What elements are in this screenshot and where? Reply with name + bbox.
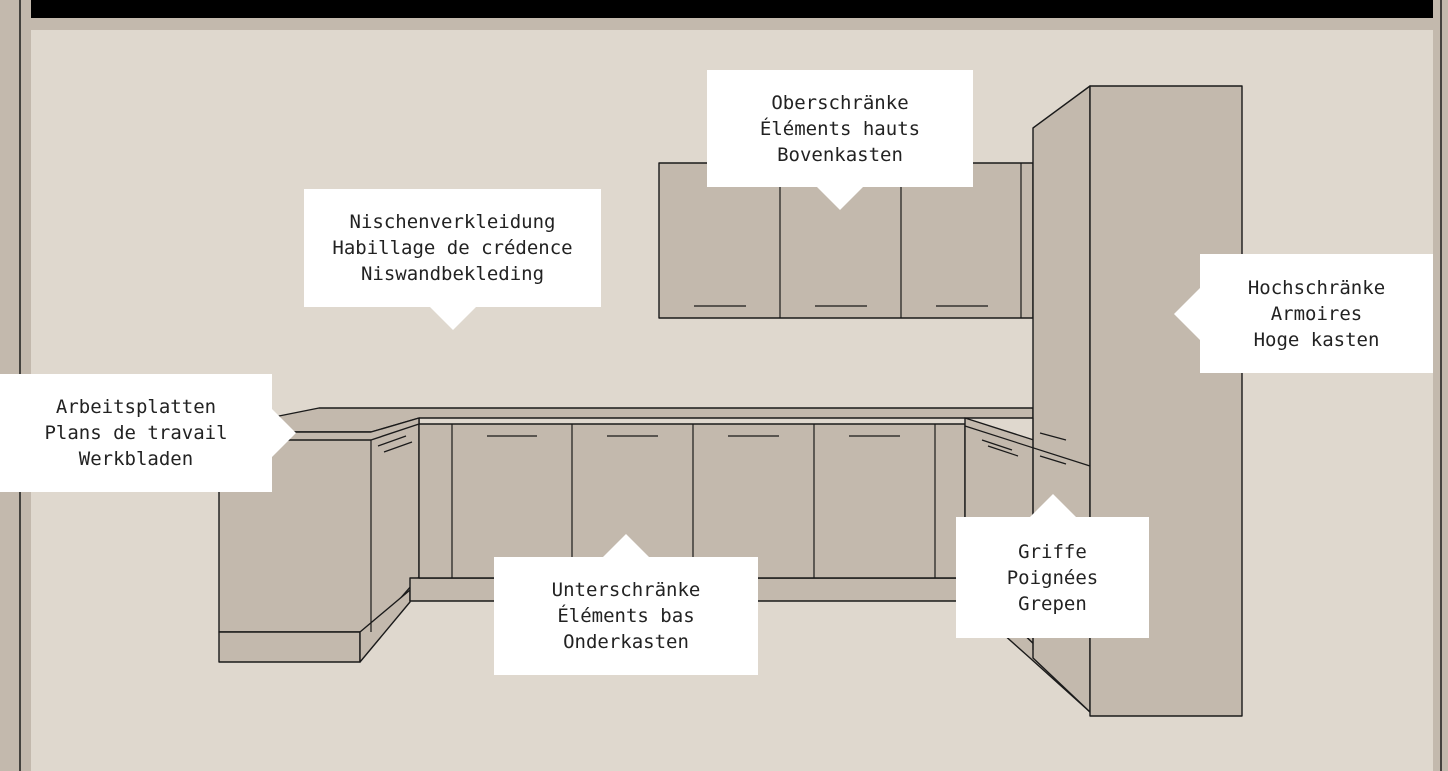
label-line: Éléments bas: [557, 605, 695, 627]
label-line: Unterschränke: [551, 579, 701, 601]
tall-cabinets-label: Hochschränke Armoires Hoge kasten: [1174, 254, 1433, 373]
corner-plinth: [359, 589, 411, 663]
return-top-edge: [964, 425, 1091, 467]
return-handle: [1039, 432, 1067, 441]
label-line: Poignées: [1006, 566, 1099, 589]
label-line: Oberschränke: [771, 91, 909, 114]
label-line: Plans de travail: [44, 422, 228, 444]
wall-cabinets-label: Oberschränke Éléments hauts Bovenkasten: [707, 70, 973, 210]
label-line: Werkbladen: [78, 448, 194, 470]
label-line: Armoires: [1270, 302, 1363, 325]
label-line: Arbeitsplatten: [55, 396, 217, 418]
return-handle: [987, 445, 1019, 457]
left-plinth: [218, 631, 361, 663]
handles-label: Griffe Poignées Grepen: [956, 494, 1149, 638]
base-cabinet-run: [418, 423, 966, 579]
return-handle: [981, 439, 1013, 451]
label-line: Onderkasten: [563, 631, 689, 653]
label-line: Éléments hauts: [759, 117, 921, 140]
top-black-bar: [31, 0, 1433, 18]
label-line: Hoge kasten: [1253, 328, 1380, 351]
worktops-label: Arbeitsplatten Plans de travail Werkblad…: [0, 374, 296, 492]
corner-handle: [383, 441, 413, 453]
corner-handle: [377, 435, 407, 447]
label-line: Nischenverkleidung: [349, 211, 556, 233]
top-frame-band: [31, 18, 1433, 30]
base-cabinets-label: Unterschränke Éléments bas Onderkasten: [494, 534, 758, 675]
label-line: Hochschränke: [1247, 276, 1386, 299]
niche-cladding-label: Nischenverkleidung Habillage de crédence…: [304, 189, 601, 330]
label-line: Habillage de crédence: [332, 237, 573, 259]
label-line: Niswandbekleding: [360, 263, 545, 285]
label-line: Grepen: [1018, 592, 1087, 615]
label-line: Griffe: [1018, 540, 1087, 563]
return-handle: [1039, 455, 1067, 465]
label-line: Bovenkasten: [777, 143, 903, 166]
